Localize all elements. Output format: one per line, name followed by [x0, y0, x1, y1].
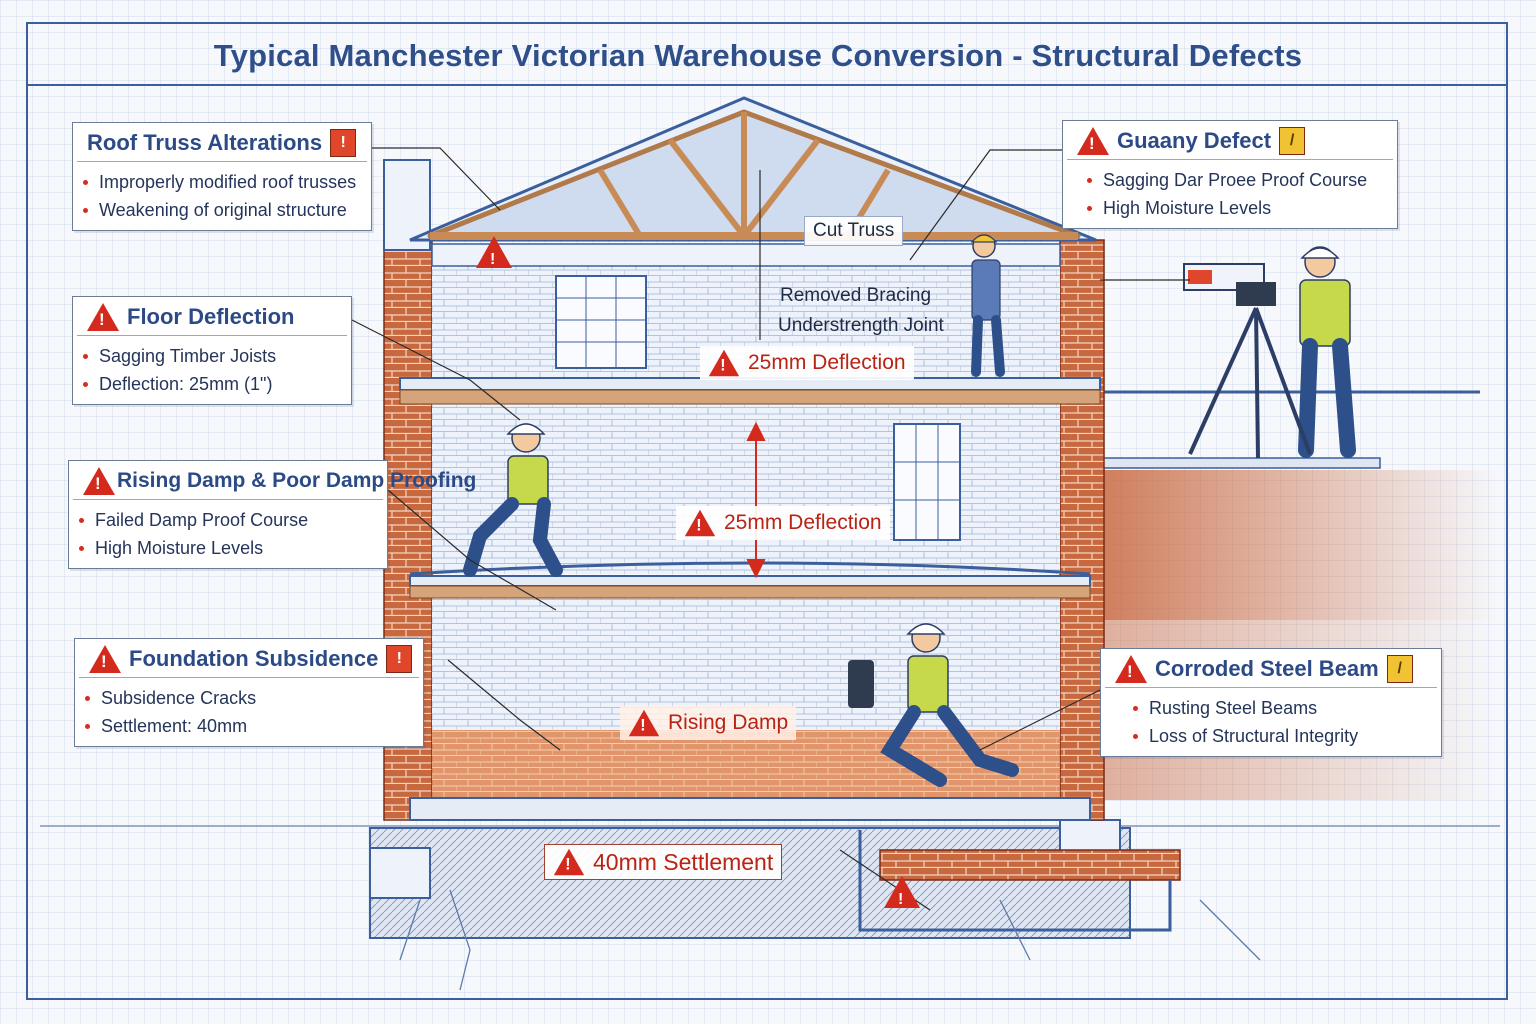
warning-triangle-icon	[1115, 655, 1147, 683]
survey-tripod-icon	[1183, 263, 1312, 459]
tag-label: Cut Truss	[813, 220, 895, 241]
tag-understrength-joint: Understrength Joint	[770, 312, 952, 340]
callout-guaany-defect: Guaany Defect / Sagging Dar Proee Proof …	[1062, 120, 1398, 229]
warning-triangle-icon	[1077, 127, 1109, 155]
list-item: Improperly modified roof trusses	[83, 168, 361, 196]
list-item: Sagging Timber Joists	[83, 342, 341, 370]
tag-removed-bracing: Removed Bracing	[772, 282, 939, 310]
alert-badge-icon: !	[330, 129, 357, 157]
callout-title: Corroded Steel Beam	[1155, 656, 1379, 681]
warning-triangle-icon	[708, 349, 740, 377]
tag-deflection-mid: 25mm Deflection	[676, 506, 890, 540]
callout-foundation-subsidence: Foundation Subsidence ! Subsidence Crack…	[74, 638, 424, 747]
list-item: High Moisture Levels	[79, 534, 377, 562]
list-item: Subsidence Cracks	[85, 684, 413, 712]
warning-triangle-icon: !	[884, 876, 920, 908]
leader-lines	[351, 147, 1190, 911]
worker-figure-icon	[970, 234, 1005, 377]
list-item: Deflection: 25mm (1")	[83, 370, 341, 398]
callout-corroded-steel: Corroded Steel Beam / Rusting Steel Beam…	[1100, 648, 1442, 757]
deflection-dimension	[746, 421, 766, 579]
roof-truss	[409, 96, 1097, 267]
list-item: Loss of Structural Integrity	[1133, 722, 1431, 750]
warning-triangle-icon	[553, 848, 585, 876]
tag-label: 40mm Settlement	[593, 848, 774, 875]
svg-text:!: !	[490, 251, 495, 268]
list-item: Sagging Dar Proee Proof Course	[1087, 166, 1387, 194]
ground-and-foundation	[40, 819, 1500, 991]
worker-figure-icon	[848, 623, 1019, 787]
tag-label: 25mm Deflection	[748, 351, 906, 374]
tag-cut-truss: Cut Truss	[804, 216, 904, 246]
tag-label: 25mm Deflection	[724, 511, 882, 534]
blueprint-frame	[26, 22, 1508, 1000]
callout-title: Rising Damp & Poor Damp Proofing	[117, 469, 477, 492]
svg-text:!: !	[898, 891, 903, 908]
floor-slabs	[399, 377, 1101, 821]
warning-triangle-icon	[83, 467, 115, 495]
list-item: High Moisture Levels	[1087, 194, 1387, 222]
callout-title: Guaany Defect	[1117, 128, 1272, 153]
list-item: Weakening of original structure	[83, 196, 361, 224]
tag-label: Understrength Joint	[778, 315, 944, 336]
alert-badge-icon: /	[1386, 655, 1413, 683]
callout-roof-truss: Roof Truss Alterations ! Improperly modi…	[72, 122, 372, 231]
worker-figure-icon	[463, 423, 563, 577]
warning-triangle-icon	[87, 303, 119, 331]
list-item: Failed Damp Proof Course	[79, 506, 377, 534]
alert-badge-icon: /	[1279, 127, 1306, 155]
worker-figure-icon	[1298, 246, 1356, 458]
warning-triangle-icon	[89, 645, 121, 673]
tag-deflection-top: 25mm Deflection	[700, 346, 914, 380]
warning-triangle-icon: !	[476, 236, 512, 268]
warning-triangle-icon	[628, 709, 660, 737]
callout-floor-deflection: Floor Deflection Sagging Timber Joists D…	[72, 296, 352, 405]
tag-settlement: 40mm Settlement	[544, 844, 783, 880]
tag-rising-damp: Rising Damp	[620, 706, 797, 740]
tag-label: Rising Damp	[668, 711, 789, 734]
warning-triangle-icon	[684, 509, 716, 537]
callout-title: Roof Truss Alterations	[87, 130, 323, 155]
alert-badge-icon: !	[386, 645, 413, 673]
title-bar: Typical Manchester Victorian Warehouse C…	[28, 24, 1506, 86]
page-title: Typical Manchester Victorian Warehouse C…	[213, 38, 1303, 73]
callout-rising-damp: Rising Damp & Poor Damp Proofing Failed …	[68, 460, 476, 569]
callout-title: Floor Deflection	[127, 304, 295, 329]
callout-title: Foundation Subsidence	[129, 646, 379, 671]
tag-label: Removed Bracing	[780, 285, 932, 306]
list-item: Settlement: 40mm	[85, 712, 413, 740]
moisture-meter-icon	[848, 660, 874, 708]
list-item: Rusting Steel Beams	[1133, 694, 1431, 722]
